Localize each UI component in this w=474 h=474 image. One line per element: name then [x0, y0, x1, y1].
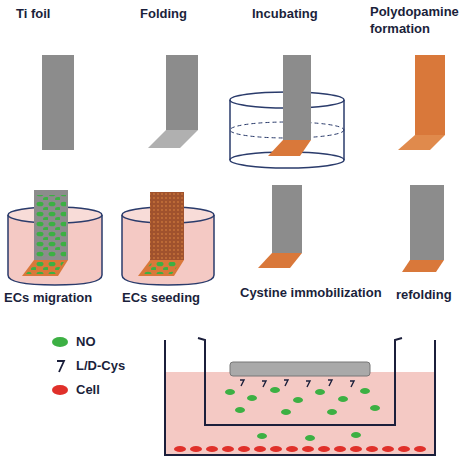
legend-swatch [52, 385, 68, 395]
cys-foil [272, 185, 302, 253]
step-label: Folding [140, 6, 220, 23]
incubation-dish [230, 55, 344, 168]
step-label: ECs migration [4, 290, 114, 307]
legend-text: L/D-Cys [76, 358, 125, 373]
legend-swatch [52, 337, 68, 347]
legend-row: L/D-Cys [52, 358, 125, 373]
step-label: Incubating [252, 6, 342, 23]
legend-text: Cell [76, 382, 100, 397]
migration-dish [8, 190, 102, 285]
legend-row: NO [52, 334, 96, 349]
step-label: refolding [396, 287, 470, 304]
legend-symbol [52, 359, 68, 373]
step-label: Cystine immobilization [240, 285, 390, 302]
legend-text: NO [76, 334, 96, 349]
folded-flap [148, 130, 198, 148]
legend-row: Cell [52, 382, 100, 397]
transwell-insert [165, 338, 435, 455]
coated-foil [415, 55, 445, 135]
step-label: Polydopamine formation [370, 4, 470, 38]
coated-flap [398, 135, 445, 150]
step-label: Ti foil [16, 6, 96, 23]
seeding-dish [122, 192, 214, 285]
step-label: ECs seeding [122, 290, 232, 307]
refolded-foil [410, 185, 444, 260]
folded-foil [166, 55, 198, 130]
cys-flap [258, 253, 302, 268]
ti-foil [42, 55, 74, 150]
refolded-edge [402, 260, 444, 272]
